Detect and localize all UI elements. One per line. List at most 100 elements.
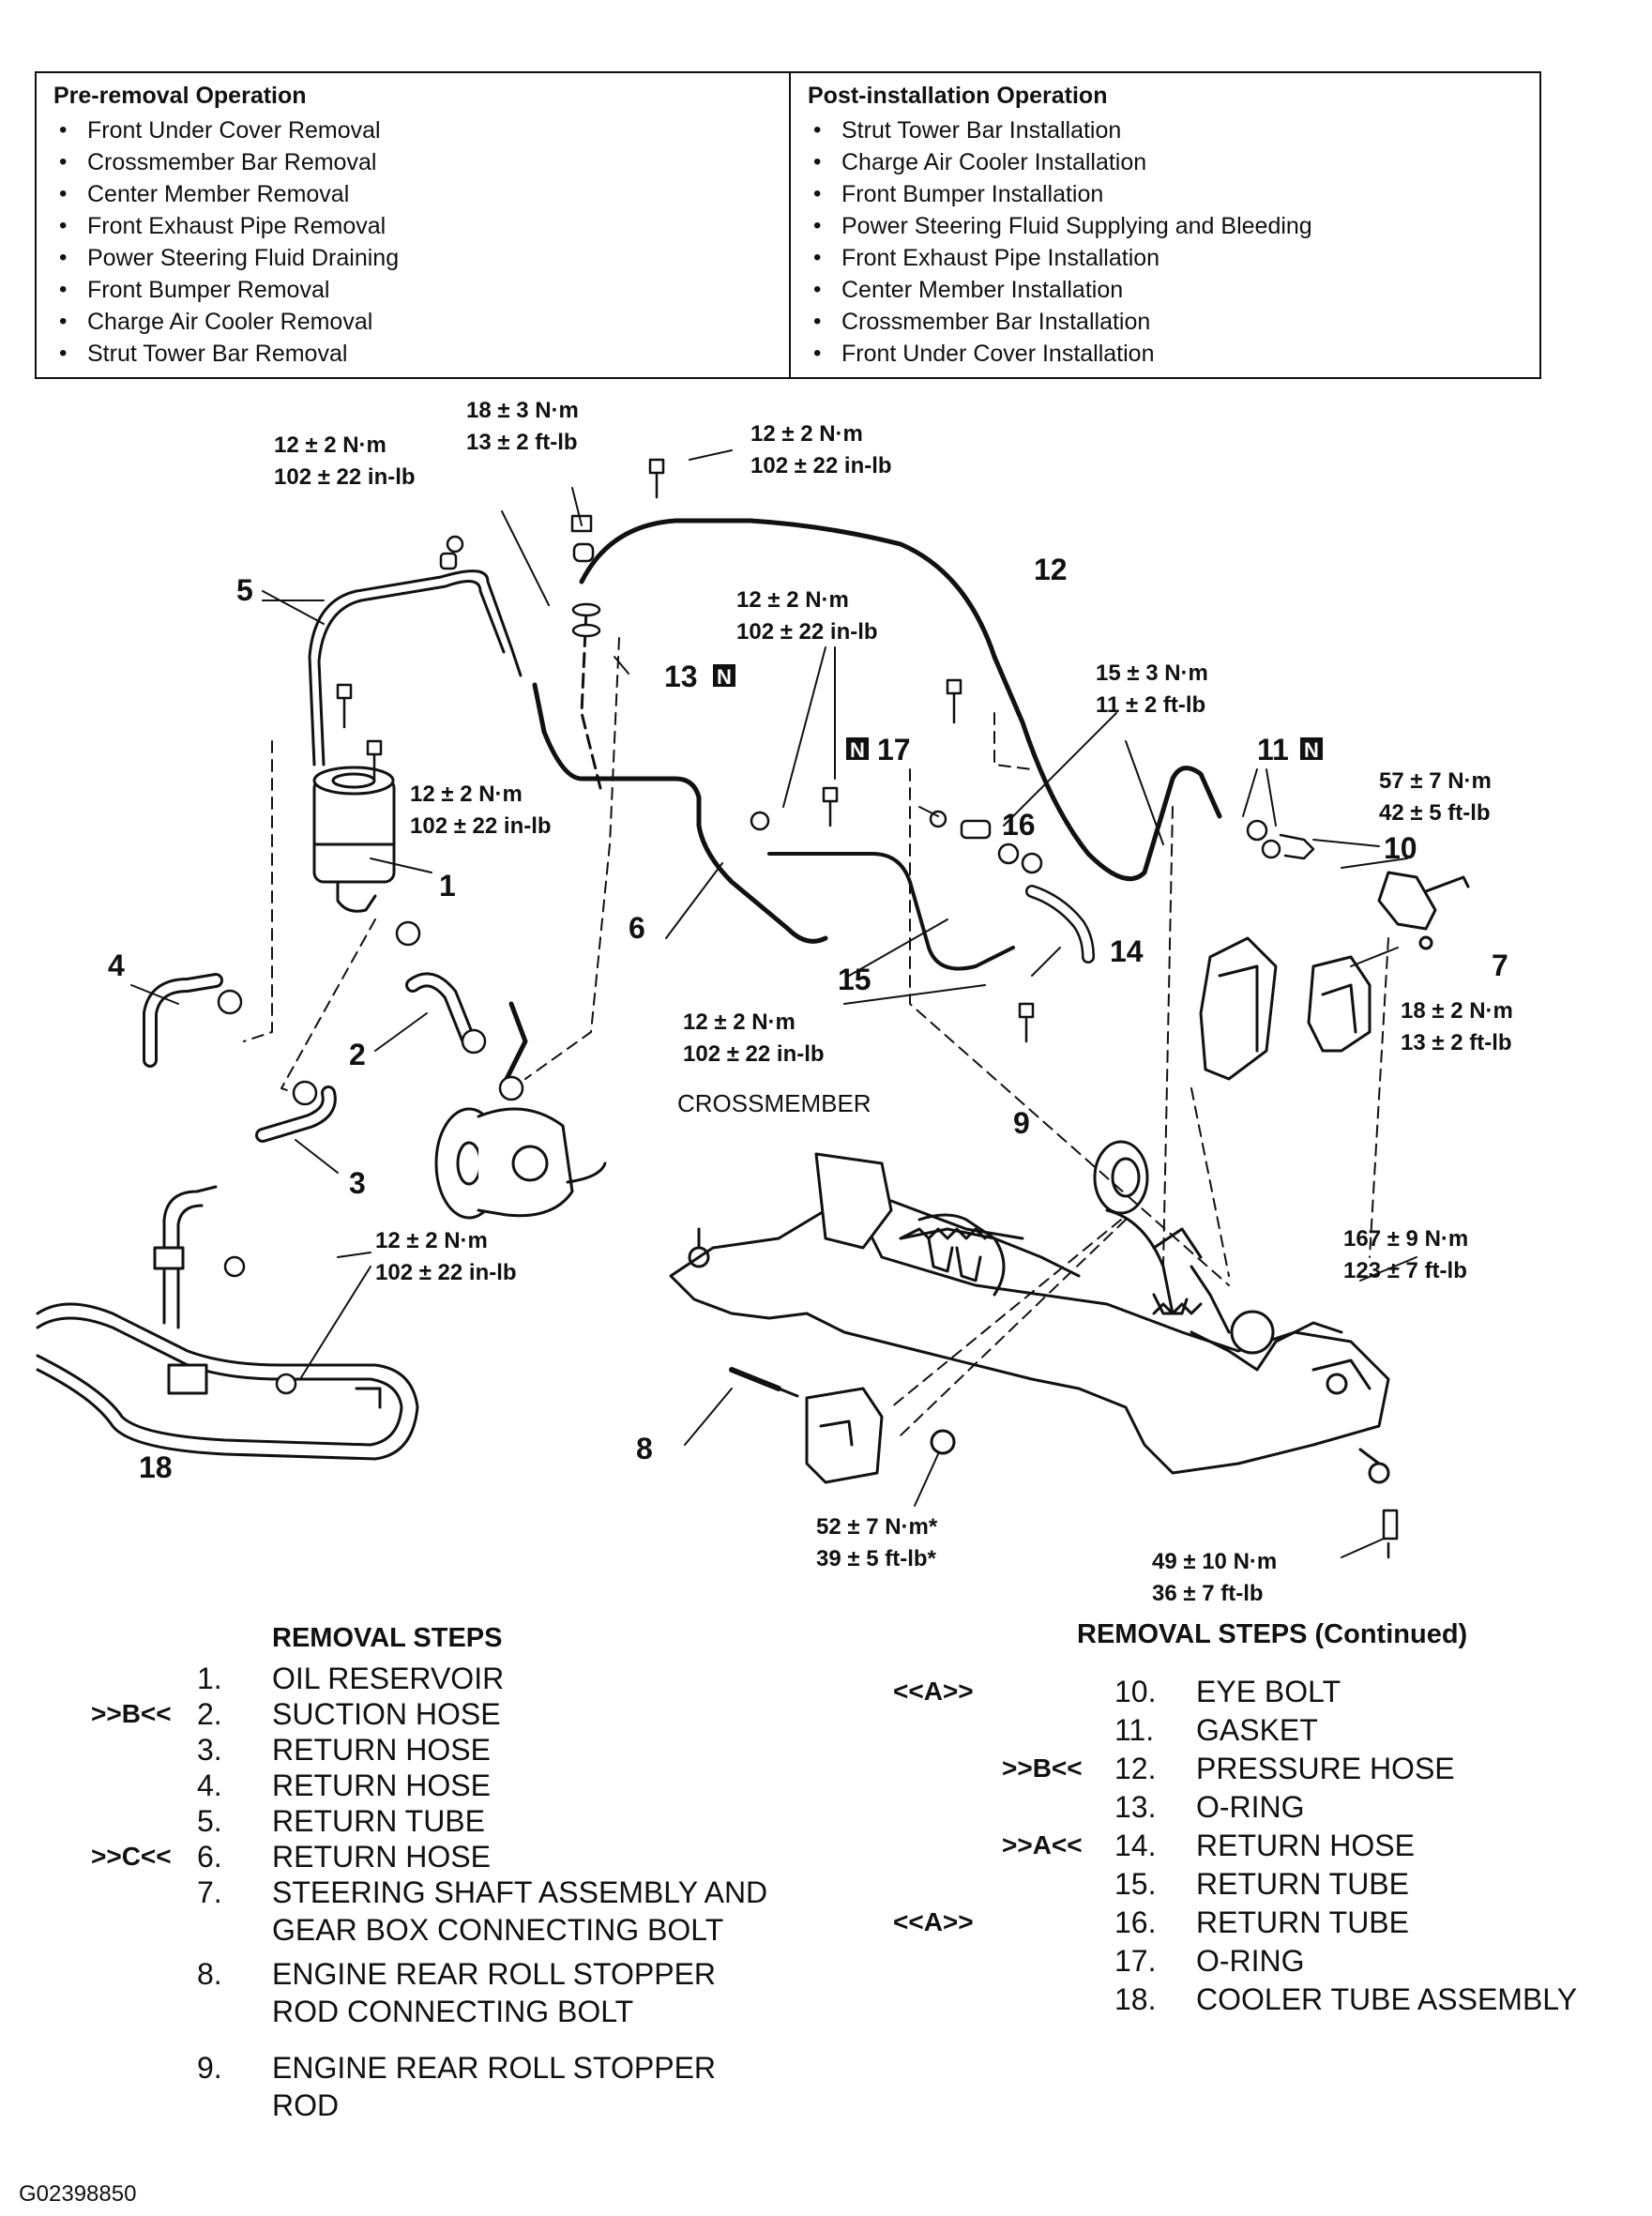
step-name: ENGINE REAR ROLL STOPPER bbox=[272, 1957, 717, 1991]
part-label-3: 3 bbox=[349, 1166, 366, 1200]
step-name: ENGINE REAR ROLL STOPPER bbox=[272, 2051, 717, 2085]
step-mark: >>C<< bbox=[91, 1842, 172, 1871]
part-label-17: 17 bbox=[877, 733, 911, 766]
step-number: 5. bbox=[197, 1804, 222, 1838]
step-name-line2: ROD bbox=[272, 2088, 340, 2122]
step-number: 10. bbox=[1114, 1675, 1157, 1708]
badge-letter: N bbox=[717, 665, 732, 689]
part-label-11: 11 bbox=[1257, 733, 1289, 766]
step-number: 12. bbox=[1114, 1752, 1157, 1785]
part-label-13: 13 bbox=[664, 660, 698, 693]
part-label-8: 8 bbox=[636, 1432, 653, 1465]
part-label-16: 16 bbox=[1002, 808, 1036, 842]
step-number: 15. bbox=[1114, 1867, 1157, 1901]
list-item: Front Under Cover Removal bbox=[53, 114, 789, 146]
step-number: 7. bbox=[197, 1875, 222, 1909]
step-number: 9. bbox=[197, 2051, 222, 2085]
torque-label: 15 ± 3 N·m bbox=[1096, 660, 1208, 686]
torque-label: 11 ± 2 ft-lb bbox=[1096, 692, 1205, 718]
step-name: O-RING bbox=[1196, 1790, 1305, 1824]
part-label-7: 7 bbox=[1492, 949, 1508, 982]
step-mark: >>B<< bbox=[1002, 1753, 1083, 1783]
return-tube-5 bbox=[308, 569, 523, 766]
engine-rear-roll-stopper-rod bbox=[1093, 1140, 1149, 1215]
step-name: RETURN TUBE bbox=[1196, 1905, 1409, 1939]
step-name: RETURN HOSE bbox=[272, 1733, 491, 1767]
steering-shaft-joint bbox=[1377, 871, 1470, 950]
new-part-badge-13: N bbox=[713, 664, 735, 689]
torque-label: 102 ± 22 in-lb bbox=[683, 1041, 825, 1067]
list-item: Power Steering Fluid Supplying and Bleed… bbox=[808, 210, 1541, 242]
list-item: Strut Tower Bar Removal bbox=[53, 338, 789, 370]
new-part-badge-11: N bbox=[1300, 737, 1323, 762]
list-item: Power Steering Fluid Draining bbox=[53, 242, 789, 274]
power-steering-exploded-diagram: 1 2 3 4 5 6 7 8 9 10 11 12 13 14 15 16 1… bbox=[36, 398, 1513, 1606]
step-name: PRESSURE HOSE bbox=[1196, 1752, 1455, 1785]
step-name-line2: ROD CONNECTING BOLT bbox=[272, 1995, 634, 2028]
return-tube-15 bbox=[767, 852, 1015, 971]
step-number: 11. bbox=[1114, 1713, 1155, 1747]
torque-label: 18 ± 3 N·m bbox=[466, 398, 579, 423]
part-label-14: 14 bbox=[1110, 934, 1144, 968]
step-mark: <<A>> bbox=[893, 1907, 974, 1936]
torque-label: 52 ± 7 N·m* bbox=[816, 1514, 938, 1540]
torque-label: 18 ± 2 N·m bbox=[1401, 998, 1513, 1024]
torque-label: 13 ± 2 ft-lb bbox=[1401, 1030, 1512, 1055]
pre-removal-column: Pre-removal Operation Front Under Cover … bbox=[37, 73, 791, 377]
step-number: 2. bbox=[197, 1697, 222, 1731]
step-mark: >>B<< bbox=[91, 1699, 172, 1728]
torque-label: 42 ± 5 ft-lb bbox=[1379, 800, 1491, 826]
step-name: STEERING SHAFT ASSEMBLY AND bbox=[272, 1875, 768, 1909]
part-label-2: 2 bbox=[349, 1038, 366, 1071]
torque-label: 167 ± 9 N·m bbox=[1343, 1226, 1468, 1252]
step-number: 1. bbox=[197, 1662, 222, 1695]
step-name: RETURN HOSE bbox=[1196, 1829, 1415, 1862]
part-label-12: 12 bbox=[1034, 553, 1068, 586]
pre-removal-list: Front Under Cover Removal Crossmember Ba… bbox=[53, 114, 789, 370]
step-number: 3. bbox=[197, 1733, 222, 1767]
torque-label: 12 ± 2 N·m bbox=[736, 587, 849, 613]
roll-stopper-bracket bbox=[805, 1387, 956, 1484]
step-number: 18. bbox=[1114, 1982, 1157, 2016]
step-name: RETURN TUBE bbox=[1196, 1867, 1409, 1901]
torque-label: 49 ± 10 N·m bbox=[1152, 1549, 1277, 1574]
list-item: Center Member Removal bbox=[53, 178, 789, 210]
step-name-line2: GEAR BOX CONNECTING BOLT bbox=[272, 1913, 724, 1947]
step-name: RETURN TUBE bbox=[272, 1804, 485, 1838]
torque-label: 13 ± 2 ft-lb bbox=[466, 430, 578, 455]
step-number: 4. bbox=[197, 1768, 222, 1802]
list-item: Charge Air Cooler Installation bbox=[808, 146, 1541, 178]
post-installation-list: Strut Tower Bar Installation Charge Air … bbox=[808, 114, 1541, 370]
step-name: EYE BOLT bbox=[1196, 1675, 1341, 1708]
step-number: 6. bbox=[197, 1840, 222, 1874]
removal-steps-title: REMOVAL STEPS bbox=[272, 1623, 503, 1653]
list-item: Strut Tower Bar Installation bbox=[808, 114, 1541, 146]
torque-label: 12 ± 2 N·m bbox=[410, 782, 523, 807]
part-label-6: 6 bbox=[629, 911, 645, 945]
torque-label: 36 ± 7 ft-lb bbox=[1152, 1581, 1264, 1606]
list-item: Front Exhaust Pipe Installation bbox=[808, 242, 1541, 274]
step-name: OIL RESERVOIR bbox=[272, 1662, 505, 1695]
step-name: RETURN HOSE bbox=[272, 1768, 491, 1802]
step-name: SUCTION HOSE bbox=[272, 1697, 501, 1731]
operations-table: Pre-removal Operation Front Under Cover … bbox=[35, 71, 1541, 379]
new-part-badge-17: N bbox=[846, 737, 869, 762]
torque-label: 102 ± 22 in-lb bbox=[736, 619, 878, 645]
step-name: COOLER TUBE ASSEMBLY bbox=[1196, 1982, 1578, 2016]
return-hose-6 bbox=[696, 795, 828, 944]
step-mark: <<A>> bbox=[893, 1677, 974, 1706]
torque-label: 102 ± 22 in-lb bbox=[375, 1260, 517, 1285]
list-item: Charge Air Cooler Removal bbox=[53, 306, 789, 338]
crossmember-label: CROSSMEMBER bbox=[677, 1089, 871, 1117]
torque-label: 39 ± 5 ft-lb* bbox=[816, 1546, 937, 1571]
power-steering-pump bbox=[434, 1001, 607, 1220]
step-number: 17. bbox=[1114, 1944, 1157, 1978]
list-item: Front Under Cover Installation bbox=[808, 338, 1541, 370]
steering-column-covers bbox=[1199, 936, 1372, 1081]
step-number: 13. bbox=[1114, 1790, 1157, 1824]
step-name: RETURN HOSE bbox=[272, 1840, 491, 1874]
badge-letter: N bbox=[1304, 738, 1319, 762]
pre-removal-title: Pre-removal Operation bbox=[53, 83, 307, 109]
step-number: 8. bbox=[197, 1957, 222, 1991]
badge-letter: N bbox=[850, 738, 865, 762]
